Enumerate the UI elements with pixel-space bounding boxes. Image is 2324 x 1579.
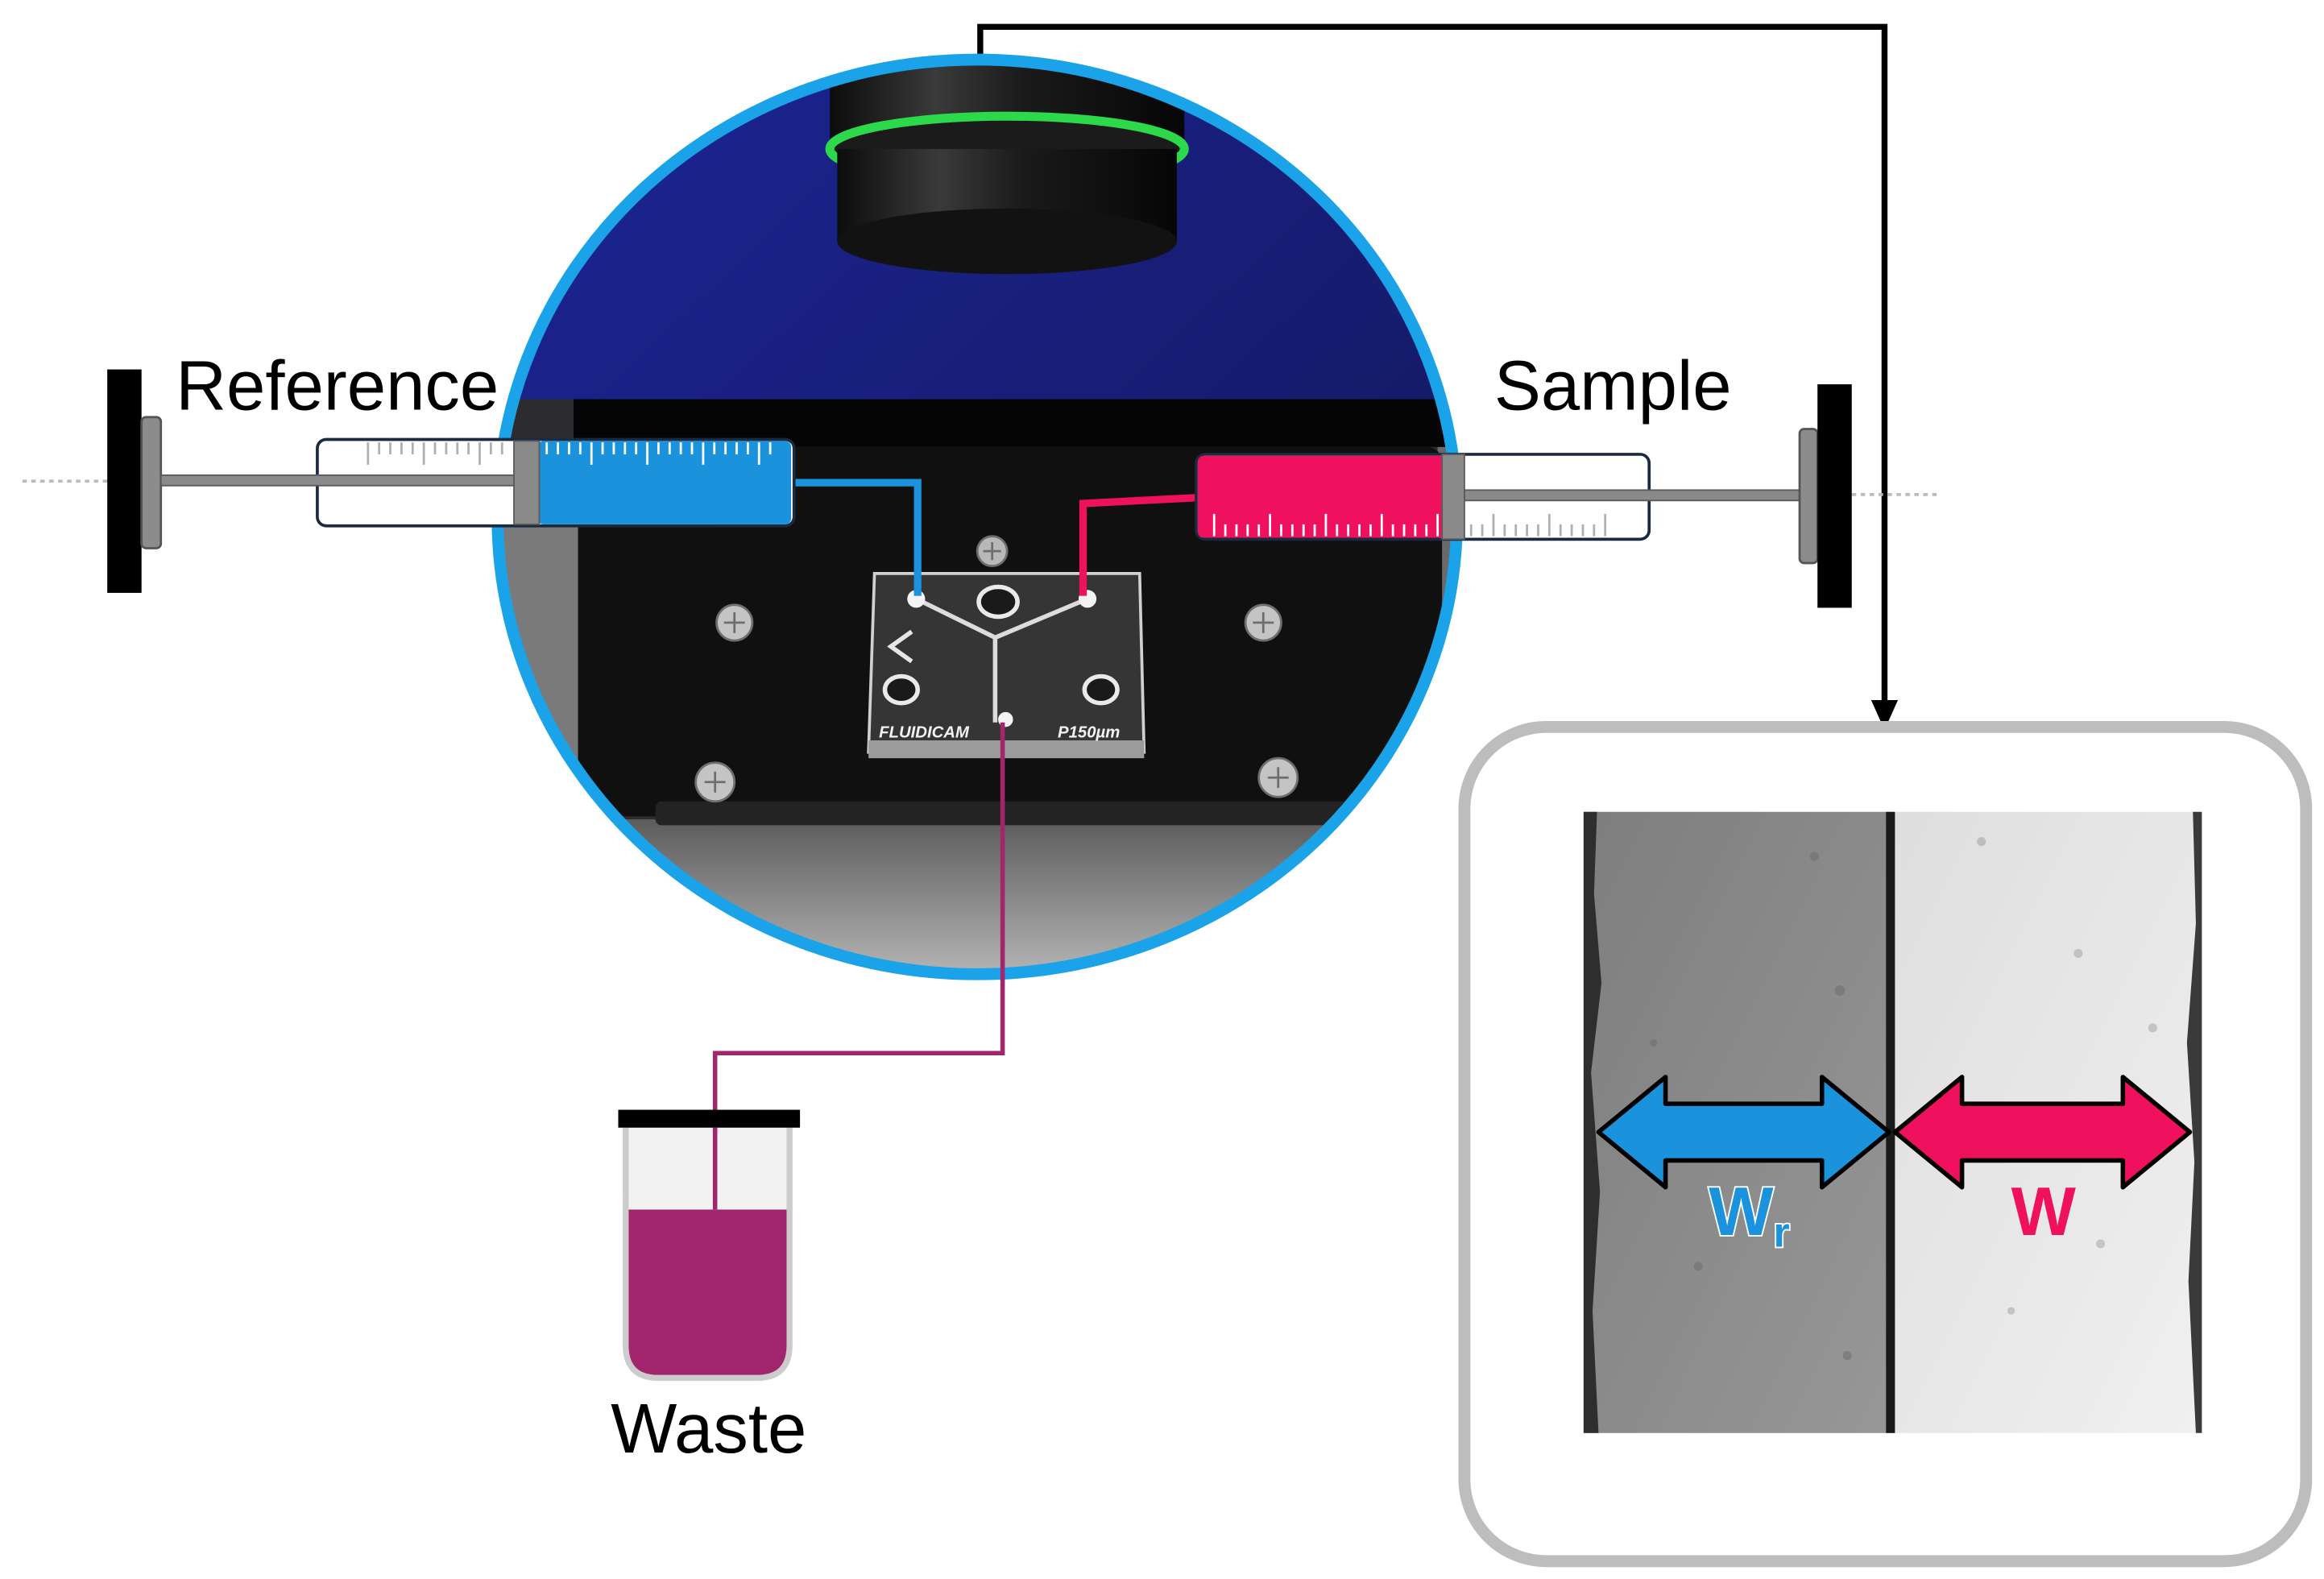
screw-icon — [1257, 756, 1299, 798]
screw-icon — [976, 535, 1009, 568]
stage-screws — [694, 535, 1299, 803]
micrograph-texture — [1650, 837, 2157, 1361]
chip-well — [976, 584, 1020, 620]
syringe-scale-ticks — [367, 442, 503, 465]
y-channel — [915, 596, 1089, 723]
channel-right-wall — [2186, 811, 2202, 1433]
chip-brand-label: FLUIDICAM — [879, 723, 970, 741]
chip-well — [882, 673, 920, 706]
syringe-pump-block — [107, 369, 142, 593]
objective-lens — [825, 59, 1189, 275]
syringe-scale-ticks — [1212, 513, 1440, 537]
reference-width-symbol: W — [1709, 1174, 1774, 1250]
reference-label: Reference — [176, 346, 499, 425]
sample-fluid — [1197, 455, 1445, 538]
syringe-scale-ticks — [1469, 513, 1607, 537]
plunger-thumb-pad — [1798, 428, 1819, 565]
reference-width-arrow — [1596, 1075, 1891, 1190]
screw-icon — [1244, 603, 1282, 642]
chip-well — [1082, 673, 1120, 706]
reference-width-subscript: r — [1774, 1209, 1790, 1256]
reference-fluid — [537, 441, 792, 524]
syringe-pump-block — [1817, 384, 1852, 608]
screw-icon — [694, 761, 736, 803]
plunger-rod — [1463, 489, 1804, 502]
chip-channel-label: P150µm — [1058, 723, 1120, 741]
reference-width-label: Wr — [1709, 1174, 1789, 1256]
channel-left-wall — [1583, 811, 1602, 1433]
beaker-empty-space — [625, 1127, 790, 1214]
beaker-lid — [618, 1109, 801, 1128]
plunger-rod — [159, 474, 520, 487]
plunger-thumb-pad — [140, 416, 163, 549]
stage-plate-edge — [655, 801, 1356, 826]
sample-label: Sample — [1494, 346, 1732, 425]
waste-fluid — [625, 1209, 790, 1378]
sample-width-label: W — [2011, 1174, 2077, 1250]
waste-label: Waste — [611, 1390, 806, 1468]
sample-syringe — [1195, 384, 1852, 608]
reference-tube — [795, 479, 922, 596]
sample-width-arrow — [1892, 1075, 2193, 1190]
plunger-seal — [513, 440, 541, 525]
sample-tube — [1079, 493, 1199, 596]
plunger-seal — [1441, 454, 1465, 541]
reference-syringe — [107, 369, 796, 593]
syringe-scale-ticks — [545, 442, 772, 465]
connector-arrowhead — [1870, 700, 1899, 731]
waste-beaker — [618, 1109, 801, 1382]
microfluidic-chip: FLUIDICAM P150µm — [867, 572, 1146, 759]
screw-icon — [715, 603, 754, 642]
channel-readout-panel: Wr W — [1458, 720, 2313, 1568]
beaker-outline — [623, 1127, 793, 1382]
chevron-left-icon — [887, 629, 913, 664]
stream-interface — [1886, 811, 1895, 1433]
camera-to-readout-connector — [977, 23, 1888, 703]
